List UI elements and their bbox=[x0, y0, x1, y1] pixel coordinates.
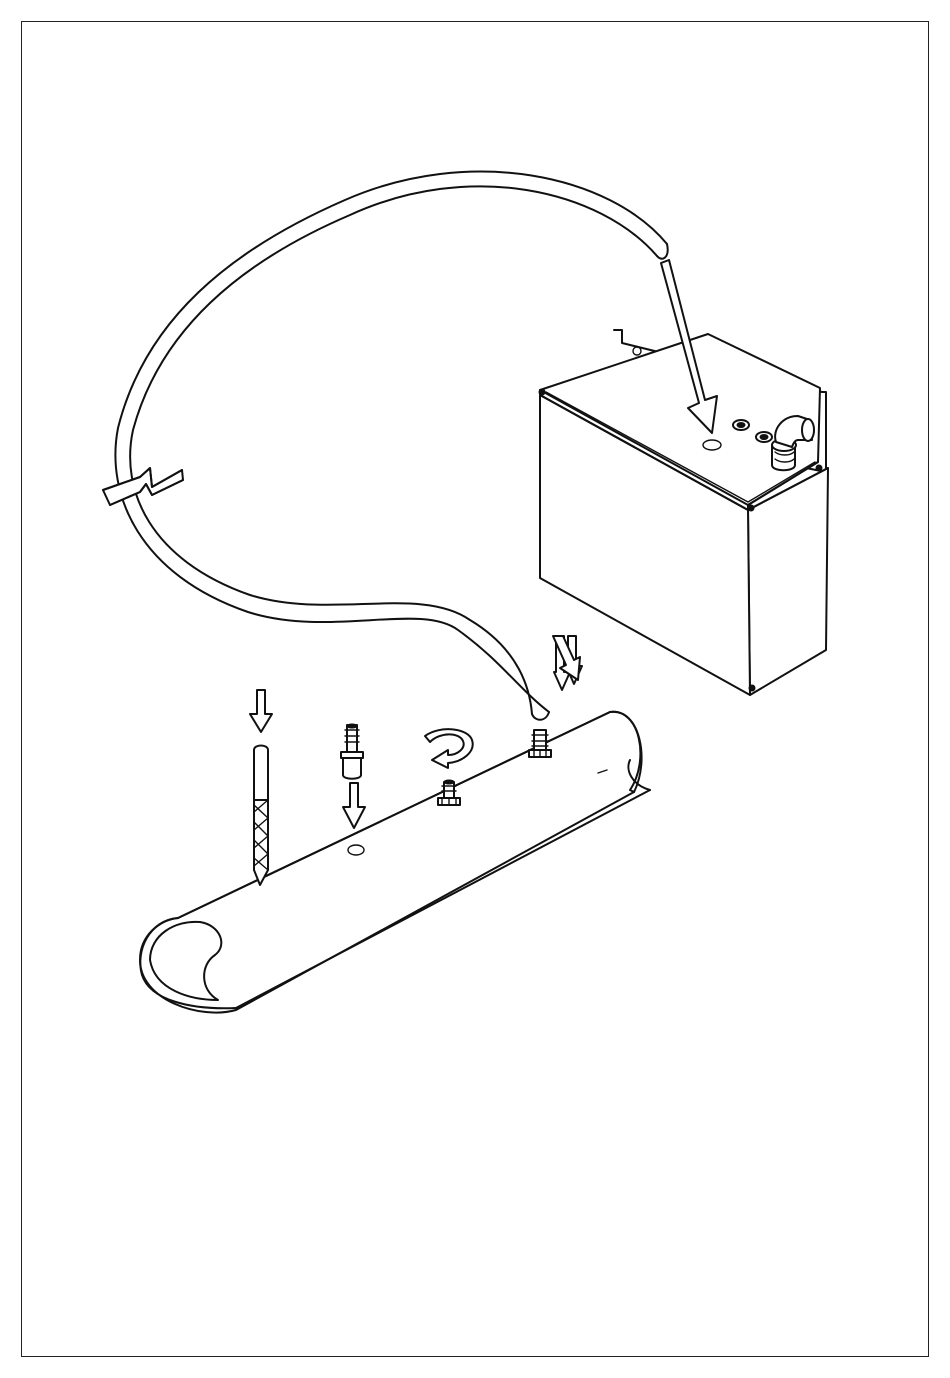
hose-barb-fitting bbox=[341, 724, 363, 779]
drain-pipe bbox=[140, 712, 650, 1013]
rotation-arrow bbox=[425, 729, 473, 768]
arrow-hose-onto-fitting bbox=[553, 636, 582, 690]
arrow-fitting-into-hole bbox=[343, 783, 365, 828]
condensate-pump-unit bbox=[539, 330, 828, 695]
drill-bit bbox=[254, 746, 268, 886]
arrow-drill-down bbox=[250, 690, 272, 732]
